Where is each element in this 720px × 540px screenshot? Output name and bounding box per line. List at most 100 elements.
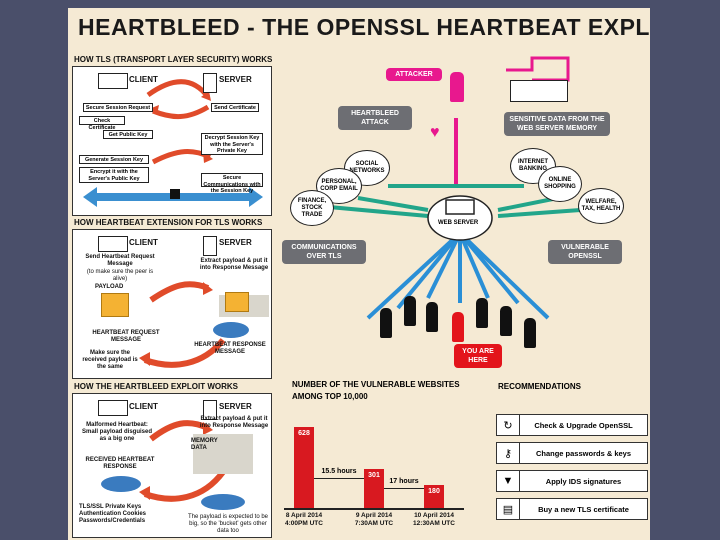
exploit-heading: HOW THE HEARTBLEED EXPLOIT WORKS — [74, 382, 238, 391]
chart-baseline — [284, 508, 464, 510]
user-figure-icon — [524, 318, 536, 348]
online-shopping-bubble: ONLINE SHOPPING — [538, 166, 582, 202]
exploit-note: The payload is expected to be big, so th… — [187, 514, 269, 534]
laptop-icon — [98, 400, 128, 416]
heartbeat-heading: HOW HEARTBEAT EXTENSION FOR TLS WORKS — [74, 218, 263, 227]
stolen-data-icons — [510, 80, 568, 102]
recommendation-item: ⚷ Change passwords & keys — [496, 442, 648, 464]
heartbeat-request-label: HEARTBEAT REQUEST MESSAGE — [92, 330, 160, 343]
vulnerable-openssl-label: VULNERABLE OPENSSL — [548, 240, 622, 264]
exploit-panel: CLIENT SERVER Malformed Heartbeat: Small… — [72, 393, 272, 538]
recommendation-item: ▤ Buy a new TLS certificate — [496, 498, 648, 520]
email-bubble: PERSONAL, CORP EMAIL — [316, 168, 362, 204]
leak-item: Passwords/Credentials — [79, 518, 146, 524]
user-figure-icon — [476, 298, 488, 328]
finance-bubble: FINANCE, STOCK TRADE — [290, 190, 334, 226]
exploit-arrows — [101, 420, 253, 510]
internet-banking-bubble: INTERNET BANKING — [510, 148, 556, 184]
chart-interval-label: 15.5 hours — [314, 468, 364, 475]
send-heartbeat-note: (to make sure the peer is alive) — [86, 269, 154, 282]
exploit-extract-label: Extract payload & put it into Response M… — [199, 416, 269, 429]
recommendation-label: Change passwords & keys — [535, 448, 632, 458]
chart-title: NUMBER OF THE VULNERABLE WEBSITES — [292, 380, 460, 389]
laptop-icon — [98, 73, 128, 89]
web-server-label: WEB SERVER — [438, 220, 479, 226]
encrypt-with-public-key: Encrypt it with the Server's Public Key — [79, 167, 149, 183]
leak-item: TLS/SSL Private Keys — [79, 504, 142, 510]
chart-bar-value: 180 — [428, 487, 440, 495]
send-certificate: Send Certificate — [211, 103, 259, 112]
filter-icon: ▼ — [497, 471, 520, 491]
chart-bar — [294, 427, 314, 508]
network-lines — [317, 56, 609, 320]
malformed-heartbeat-label: Malformed Heartbeat: Small payload disgu… — [81, 422, 153, 442]
make-sure-label: Make sure the received payload is the sa… — [82, 350, 138, 370]
heartbeat-server-label: SERVER — [219, 238, 252, 247]
welfare-bubble: WELFARE, TAX, HEALTH — [578, 188, 624, 224]
recommendation-item: ↻ Check & Upgrade OpenSSL — [496, 414, 648, 436]
recommendations-list: ↻ Check & Upgrade OpenSSL ⚷ Change passw… — [496, 414, 648, 538]
heartbeat-client-label: CLIENT — [129, 238, 158, 247]
laptop-icon — [98, 236, 128, 252]
chart-subtitle: AMONG TOP 10,000 — [292, 392, 368, 401]
infographic-poster: HEARTBLEED - THE OPENSSL HEARTBEAT EXPLO… — [68, 8, 650, 540]
attacker-label: ATTACKER — [386, 68, 442, 81]
extract-payload-label: Extract payload & put it into Response M… — [199, 258, 269, 271]
user-figure-icon — [426, 302, 438, 332]
tls-panel: CLIENT SERVER Secure Session Request Che… — [72, 66, 272, 216]
tls-server-label: SERVER — [219, 75, 252, 84]
refresh-icon: ↻ — [497, 415, 520, 435]
secure-session-request: Secure Session Request — [83, 103, 153, 112]
broken-heart-icon: ♥ — [430, 124, 440, 141]
payload-cube-icon — [225, 292, 249, 312]
tls-heading: HOW TLS (TRANSPORT LAYER SECURITY) WORKS — [74, 55, 273, 64]
leak-item: Authentication Cookies — [79, 511, 147, 517]
payload-label: PAYLOAD — [95, 284, 124, 290]
key-icon: ⚷ — [497, 443, 520, 463]
communications-label: COMMUNICATIONS OVER TLS — [282, 240, 366, 264]
received-response-label: RECEIVED HEARTBEAT RESPONSE — [85, 457, 155, 470]
leaked-data-list: TLS/SSL Private Keys Authentication Cook… — [79, 504, 169, 525]
recommendations-heading: RECOMMENDATIONS — [498, 382, 581, 391]
user-figure-icon — [404, 296, 416, 326]
secure-communications: Secure Communications with the Session K… — [201, 173, 263, 194]
heartbeat-panel: CLIENT SERVER Send Heartbeat Request Mes… — [72, 229, 272, 379]
recommendation-label: Check & Upgrade OpenSSL — [534, 420, 633, 430]
poster-title: HEARTBLEED - THE OPENSSL HEARTBEAT EXPLO… — [78, 14, 650, 40]
you-are-here-label: YOU ARE HERE — [454, 344, 502, 368]
certificate-icon: ▤ — [497, 499, 520, 519]
chart-bar-value: 628 — [298, 430, 310, 438]
chart-interval-arrow — [314, 478, 364, 479]
server-icon — [203, 400, 217, 420]
you-figure-icon — [452, 312, 464, 342]
sensitive-data-label: SENSITIVE DATA FROM THE WEB SERVER MEMOR… — [504, 112, 610, 136]
tls-client-label: CLIENT — [129, 75, 158, 84]
check-certificate: Check Certificate — [79, 116, 125, 131]
server-icon — [203, 236, 217, 256]
user-figure-icon — [380, 308, 392, 338]
chart-bar — [364, 469, 384, 508]
exploit-client-label: CLIENT — [129, 402, 158, 411]
recommendation-label: Apply IDS signatures — [545, 476, 622, 486]
exploit-server-label: SERVER — [219, 402, 252, 411]
recommendation-label: Buy a new TLS certificate — [538, 504, 629, 514]
decrypt-session-key: Decrypt Session Key with the Server's Pr… — [201, 133, 263, 155]
chart-bar — [424, 484, 444, 508]
attacker-figure-icon — [450, 72, 464, 102]
send-heartbeat-label: Send Heartbeat Request Message — [85, 254, 155, 267]
generate-session-key: Generate Session Key — [79, 155, 149, 164]
chart-interval-arrow — [384, 488, 424, 489]
memory-data-label: MEMORY DATA — [191, 438, 218, 451]
chart-bar-value: 301 — [368, 472, 380, 480]
recommendation-item: ▼ Apply IDS signatures — [496, 470, 648, 492]
get-public-key: Get Public Key — [103, 130, 153, 139]
payload-cube-icon — [101, 293, 129, 317]
chart-interval-label: 17 hours — [384, 478, 424, 485]
user-figure-icon — [500, 306, 512, 336]
heartbeat-response-label: HEARTBEAT RESPONSE MESSAGE — [194, 342, 266, 355]
server-icon — [203, 73, 217, 93]
heartbleed-attack-label: HEARTBLEED ATTACK — [338, 106, 412, 130]
